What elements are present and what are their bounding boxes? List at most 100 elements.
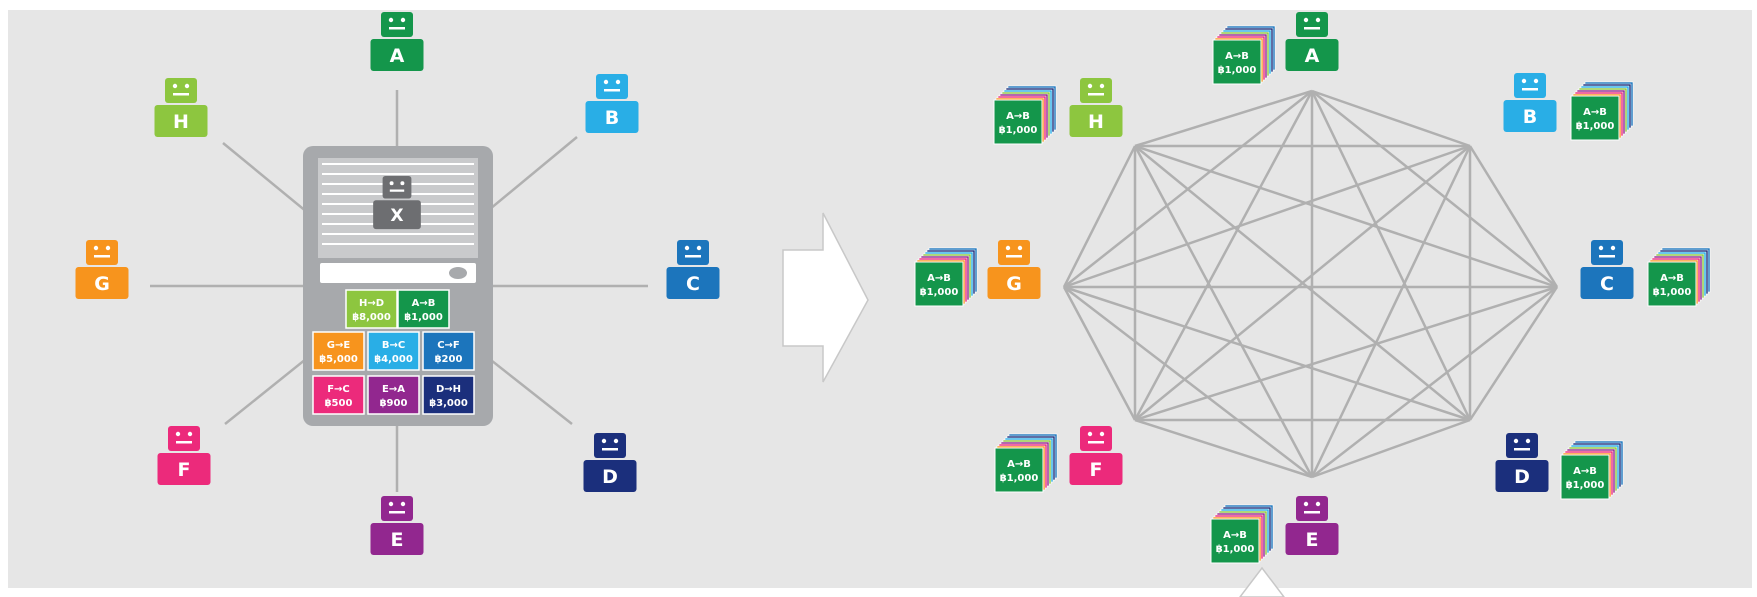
robot-body [1285, 523, 1339, 555]
robot-label: C [686, 273, 700, 295]
ledger-stack-a: A→B ฿1,000 [1212, 25, 1276, 85]
robot-eye [1017, 245, 1023, 251]
ledger-stack-f: A→B฿1,000 [994, 433, 1058, 493]
robot-body [987, 267, 1041, 299]
mesh-line [1133, 145, 1314, 478]
transaction-bg [312, 375, 365, 415]
transaction-bg [345, 289, 398, 329]
robot-label: F [178, 459, 191, 481]
transaction-bg [422, 331, 475, 371]
transaction-tile: G→E฿5,000 [312, 331, 365, 371]
node-c: C [1580, 240, 1634, 299]
robot-eye [1610, 245, 1616, 251]
ledger-copy-amount: ฿1,000 [1218, 65, 1257, 76]
robot-eye [1315, 501, 1321, 507]
ledger-copy-amount: ฿1,000 [1576, 121, 1615, 132]
robot-body [1069, 105, 1123, 137]
transaction-tile: D→H ฿3,000 [422, 375, 475, 415]
mesh-line [1310, 145, 1472, 478]
robot-eye [613, 438, 619, 444]
transaction-bg [367, 375, 420, 415]
robot-label: B [1523, 106, 1537, 128]
node-d: D [1495, 433, 1549, 492]
node-e: E [1285, 496, 1339, 555]
ledger-copy-text: A→B [1007, 459, 1031, 470]
transaction-route: H→D [359, 298, 384, 309]
robot-eye [400, 181, 405, 186]
transaction-route: D→H [436, 384, 461, 395]
mesh-line [1134, 145, 1471, 421]
ledger-stack-b: A→B ฿1,000 [1570, 81, 1634, 141]
robot-head [165, 78, 197, 103]
central-server: H→D฿8,000A→B฿1,000G→E฿5,000B→C฿4,000C→F฿… [303, 146, 493, 426]
robot-eye [1099, 83, 1105, 89]
robot-head [1296, 496, 1328, 521]
robot-label: A [1305, 45, 1320, 67]
robot-label: C [1600, 273, 1614, 295]
mesh-line [1311, 418, 1471, 479]
robot-body [154, 105, 208, 137]
robot-label: G [1006, 273, 1022, 295]
ledger-copy-text: A→B [927, 273, 951, 284]
robot-head [381, 12, 413, 37]
ledger-stack-c: A→B฿1,000 [1647, 247, 1711, 307]
robot-label: A [390, 45, 405, 67]
ledger-front [914, 261, 964, 307]
robot-eye [184, 83, 190, 89]
robot-eye [1315, 17, 1321, 23]
mesh-line [1134, 144, 1558, 289]
robot-head [594, 433, 626, 458]
robot-mouth [389, 27, 405, 30]
robot-mouth [1006, 255, 1022, 258]
transaction-bg [367, 331, 420, 371]
robot-label: F [1090, 459, 1103, 481]
robot-eye [684, 245, 690, 251]
mesh-line [1311, 89, 1471, 148]
robot-eye [1525, 438, 1531, 444]
bottom-arrow-tip [1239, 566, 1285, 597]
node-b: B [1503, 73, 1557, 132]
ledger-front [1210, 518, 1260, 564]
transaction-tile: B→C฿4,000 [367, 331, 420, 371]
robot-eye [1005, 245, 1011, 251]
robot-body [666, 267, 720, 299]
robot-head [1591, 240, 1623, 265]
robot-head [677, 240, 709, 265]
mesh-line [1134, 418, 1313, 479]
robot-label: X [390, 206, 403, 226]
ledger-copy-text: A→B [1583, 107, 1607, 118]
robot-body [1495, 460, 1549, 492]
robot-eye [615, 79, 621, 85]
participant-h: H [154, 78, 208, 137]
ledger-front [1647, 261, 1697, 307]
robot-body [370, 39, 424, 71]
transaction-tile: C→F฿200 [422, 331, 475, 371]
mesh-line [1468, 286, 1559, 421]
robot-body [585, 101, 639, 133]
robot-mouth [685, 255, 701, 258]
robot-mouth [1304, 27, 1320, 30]
robot-mouth [176, 441, 192, 444]
transaction-amount: ฿900 [380, 398, 408, 409]
robot-eye [1099, 431, 1105, 437]
transaction-bg [397, 289, 450, 329]
robot-eye [696, 245, 702, 251]
transaction-tile: E→A฿900 [367, 375, 420, 415]
robot-eye [400, 17, 406, 23]
robot-body [1503, 100, 1557, 132]
transaction-route: A→B [412, 298, 436, 309]
participant-e: E [370, 496, 424, 555]
transaction-amount: ฿3,000 [429, 398, 468, 409]
server-input [320, 263, 476, 283]
ledger-copy-text: A→B [1225, 51, 1249, 62]
robot-label: B [605, 107, 619, 129]
robot-eye [1087, 431, 1093, 437]
ledger-copy-text: A→B [1006, 111, 1030, 122]
ledger-stack-d: A→B฿1,000 [1560, 440, 1624, 500]
robot-eye [601, 438, 607, 444]
robot-eye [187, 431, 193, 437]
robot-mouth [602, 448, 618, 451]
robot-eye [1513, 438, 1519, 444]
robot-eye [1303, 17, 1309, 23]
robot-eye [175, 431, 181, 437]
